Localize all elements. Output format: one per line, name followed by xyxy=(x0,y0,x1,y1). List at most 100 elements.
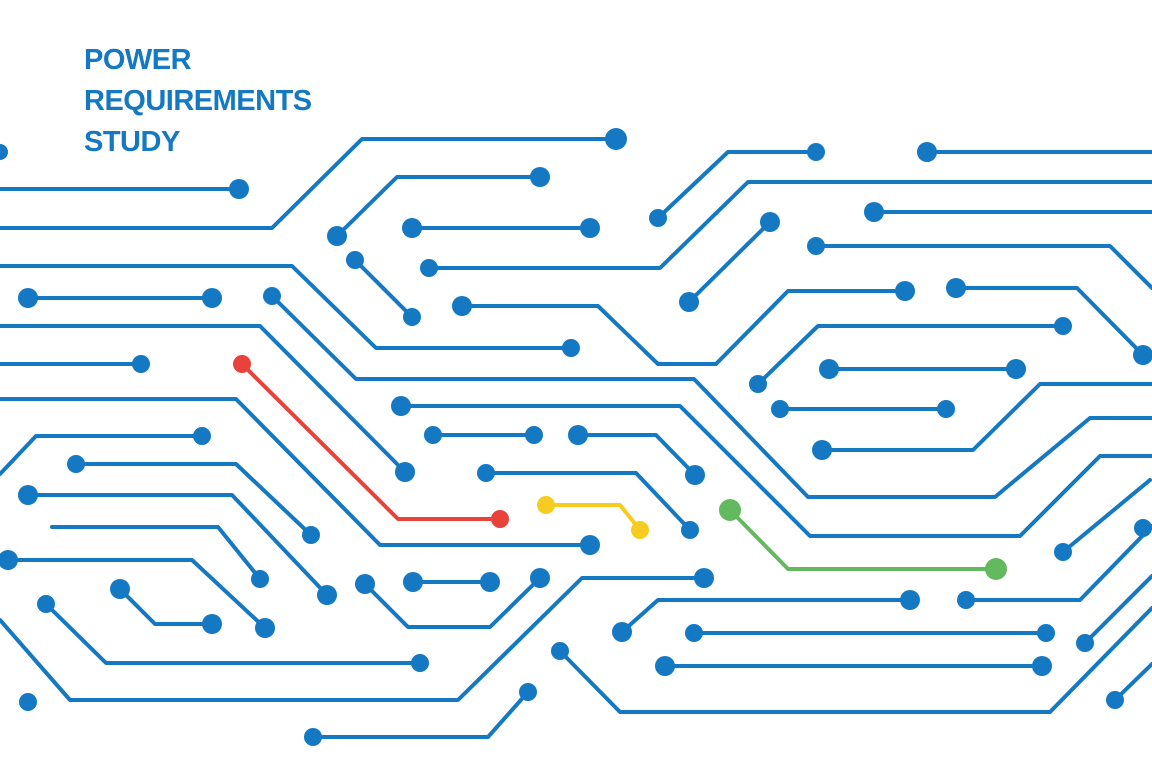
circuit-trace xyxy=(6,558,267,630)
circuit-node xyxy=(605,128,627,150)
circuit-node xyxy=(355,574,375,594)
circuit-node xyxy=(1032,656,1052,676)
circuit-node xyxy=(681,521,699,539)
circuit-node xyxy=(395,462,415,482)
circuit-trace xyxy=(756,324,1065,386)
circuit-node xyxy=(0,144,8,160)
circuit-trace xyxy=(814,244,1152,290)
circuit-node xyxy=(760,212,780,232)
circuit-node xyxy=(530,167,550,187)
circuit-node xyxy=(1006,359,1026,379)
circuit-node xyxy=(346,251,364,269)
circuit-node xyxy=(580,218,600,238)
circuit-node xyxy=(519,683,537,701)
circuit-node xyxy=(895,281,915,301)
circuit-trace xyxy=(954,286,1145,357)
circuit-trace xyxy=(0,576,706,702)
circuit-node xyxy=(562,339,580,357)
circuit-trace xyxy=(820,382,1152,452)
circuit-node xyxy=(807,237,825,255)
circuit-trace xyxy=(0,324,407,474)
circuit-node xyxy=(18,485,38,505)
circuit-node xyxy=(18,288,38,308)
circuit-node xyxy=(537,496,555,514)
circuit-trace xyxy=(0,397,592,547)
circuit-node xyxy=(477,464,495,482)
circuit-node xyxy=(37,595,55,613)
circuit-trace xyxy=(26,493,329,597)
circuit-node xyxy=(864,202,884,222)
circuit-trace xyxy=(484,471,692,532)
circuit-node xyxy=(452,296,472,316)
circuit-node xyxy=(402,218,422,238)
circuit-node xyxy=(946,278,966,298)
circuit-node xyxy=(685,465,705,485)
circuit-node xyxy=(193,427,211,445)
circuit-trace xyxy=(270,294,1152,499)
title-line-1: POWER xyxy=(84,44,192,76)
circuit-node xyxy=(525,426,543,444)
circuit-trace xyxy=(50,525,262,581)
circuit-trace xyxy=(363,576,542,629)
circuit-node xyxy=(917,142,937,162)
circuit-node xyxy=(480,572,500,592)
circuit-trace xyxy=(687,220,772,304)
circuit-node xyxy=(1054,543,1072,561)
circuit-node xyxy=(327,226,347,246)
circuit-node xyxy=(67,455,85,473)
circuit-node xyxy=(0,550,18,570)
circuit-trace xyxy=(335,175,542,238)
circuit-node xyxy=(251,570,269,588)
circuit-trace xyxy=(576,433,697,477)
circuit-node xyxy=(403,308,421,326)
circuit-node xyxy=(411,654,429,672)
circuit-trace xyxy=(353,258,414,319)
circuit-node xyxy=(631,521,649,539)
circuit-trace xyxy=(558,606,1152,714)
circuit-node xyxy=(612,622,632,642)
circuit-node xyxy=(937,400,955,418)
circuit-node xyxy=(1037,624,1055,642)
circuit-trace xyxy=(74,462,313,537)
circuit-node xyxy=(1054,317,1072,335)
circuit-node xyxy=(491,510,509,528)
circuit-node xyxy=(233,355,251,373)
circuit-node xyxy=(900,590,920,610)
circuit-trace xyxy=(0,264,573,350)
circuit-node xyxy=(551,642,569,660)
circuit-node xyxy=(1133,345,1152,365)
circuit-node xyxy=(807,143,825,161)
circuit-node xyxy=(202,288,222,308)
circuit-node xyxy=(1106,691,1124,709)
circuit-node xyxy=(255,618,275,638)
circuit-node xyxy=(771,400,789,418)
circuit-node xyxy=(110,579,130,599)
circuit-node xyxy=(1076,634,1094,652)
circuit-trace xyxy=(399,404,1152,538)
circuit-trace xyxy=(620,598,912,634)
circuit-node xyxy=(19,693,37,711)
circuit-node xyxy=(302,526,320,544)
circuit-node xyxy=(655,656,675,676)
circuit-trace xyxy=(0,434,204,476)
circuit-node xyxy=(719,499,741,521)
circuit-node xyxy=(424,426,442,444)
circuit-trace xyxy=(964,524,1152,602)
circuit-trace xyxy=(460,289,907,366)
circuit-node xyxy=(530,568,550,588)
circuit-trace xyxy=(118,587,214,626)
circuit-trace-red xyxy=(240,362,502,521)
circuit-trace xyxy=(311,690,530,739)
title-line-2: REQUIREMENTS xyxy=(84,85,312,117)
circuit-node xyxy=(202,614,222,634)
circuit-trace xyxy=(427,180,1152,270)
circuit-node xyxy=(985,558,1007,580)
circuit-trace xyxy=(1061,478,1152,554)
circuit-trace-green xyxy=(728,508,998,571)
circuit-node xyxy=(568,425,588,445)
circuit-node xyxy=(819,359,839,379)
circuit-node xyxy=(580,535,600,555)
circuit-node xyxy=(812,440,832,460)
circuit-node xyxy=(1134,519,1152,537)
